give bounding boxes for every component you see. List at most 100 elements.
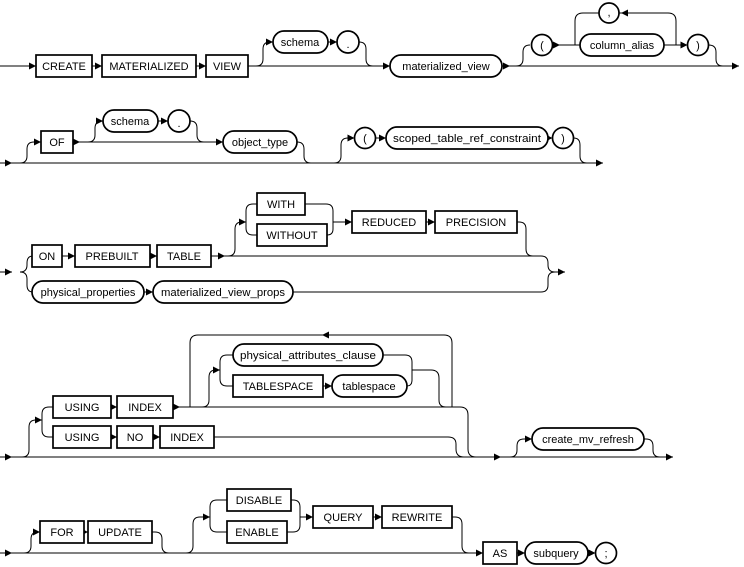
wire — [227, 218, 246, 257]
wire — [383, 354, 413, 370]
box — [159, 425, 215, 449]
oval — [331, 374, 408, 398]
row4-connectors — [0, 331, 673, 461]
param-scoped-table-ref-constraint: scoped_table_ref_constraint — [385, 126, 549, 150]
keyword-view-label: VIEW — [213, 61, 242, 73]
param-create-mv-refresh: create_mv_refresh — [531, 427, 645, 451]
keyword-table: TABLE — [156, 244, 212, 268]
box — [256, 192, 306, 216]
wire — [41, 406, 53, 420]
punct-right-paren-2: ) — [551, 126, 575, 150]
circle — [336, 30, 360, 54]
punct-left-paren-1-label: ( — [540, 40, 544, 52]
keyword-without: WITHOUT — [256, 223, 328, 247]
box — [74, 244, 151, 268]
keyword-create-label: CREATE — [42, 61, 86, 73]
punct-left-paren-1: ( — [530, 33, 554, 57]
circle — [551, 126, 575, 150]
wire — [515, 44, 531, 67]
box — [35, 54, 93, 78]
wire — [201, 366, 220, 408]
oval — [531, 427, 645, 451]
box — [87, 520, 153, 544]
keyword-enable: ENABLE — [226, 520, 288, 544]
box — [232, 374, 324, 398]
wire — [287, 517, 301, 533]
keyword-with: WITH — [256, 192, 306, 216]
circle — [167, 109, 191, 133]
param-materialized-view-label: materialized_view — [402, 61, 489, 73]
wire — [185, 513, 210, 554]
punct-right-paren-1: ) — [686, 33, 710, 57]
punct-dot-2: . — [167, 109, 191, 133]
keyword-prebuilt: PREBUILT — [74, 244, 151, 268]
row2-connectors — [0, 117, 603, 167]
oval — [579, 33, 665, 57]
row-of-object-type: OF schema . object_type ( scoped_table_r… — [0, 109, 603, 167]
wire — [296, 141, 312, 164]
punct-semicolon: ; — [594, 541, 618, 565]
param-object-type: object_type — [222, 130, 298, 154]
keyword-materialized: MATERIALIZED — [101, 54, 197, 78]
keyword-reduced-label: REDUCED — [362, 217, 416, 229]
box — [434, 210, 518, 234]
row-create-materialized-view: CREATE MATERIALIZED VIEW schema . materi… — [0, 2, 739, 78]
punct-left-paren-2: ( — [353, 126, 377, 150]
param-subquery: subquery — [524, 541, 589, 565]
wire — [245, 222, 257, 236]
oval — [222, 130, 298, 154]
box — [482, 541, 518, 565]
punct-comma-label: , — [607, 7, 610, 19]
wire — [406, 370, 413, 387]
row-on-prebuilt-table: ON PREBUILT TABLE WITH WITHOUT REDUCED P… — [0, 192, 565, 304]
param-object-type-label: object_type — [232, 137, 288, 149]
circle — [594, 541, 618, 565]
box — [116, 395, 174, 419]
box — [31, 244, 63, 268]
param-materialized-view-props: materialized_view_props — [152, 280, 294, 304]
oval — [524, 541, 589, 565]
box — [52, 395, 112, 419]
box — [52, 425, 112, 449]
keyword-disable: DISABLE — [226, 488, 292, 512]
wire — [225, 255, 556, 273]
param-tablespace-label: tablespace — [342, 381, 395, 393]
wire — [326, 222, 334, 236]
param-schema-1-label: schema — [281, 37, 320, 49]
oval — [272, 30, 329, 54]
box — [205, 54, 249, 78]
param-physical-attributes-clause: physical_attributes_clause — [232, 343, 384, 367]
keyword-prebuilt-label: PREBUILT — [86, 251, 139, 263]
wire — [412, 369, 447, 408]
row5-connectors — [0, 499, 596, 557]
wire — [19, 255, 34, 273]
param-create-mv-refresh-label: create_mv_refresh — [542, 434, 634, 446]
wire — [19, 271, 34, 293]
wire — [358, 41, 374, 67]
keyword-create: CREATE — [35, 54, 93, 78]
punct-dot-1-label: . — [346, 39, 349, 51]
keyword-as-label: AS — [493, 548, 508, 560]
wire — [21, 416, 42, 458]
oval — [232, 343, 384, 367]
keyword-table-label: TABLE — [167, 251, 201, 263]
wire — [333, 134, 355, 164]
wire — [452, 516, 470, 554]
keyword-for: FOR — [39, 520, 85, 544]
keyword-tablespace: TABLESPACE — [232, 374, 324, 398]
box — [226, 488, 292, 512]
keyword-materialized-label: MATERIALIZED — [109, 61, 188, 73]
wire — [509, 435, 532, 458]
keyword-enable-label: ENABLE — [235, 527, 278, 539]
wire — [214, 436, 465, 458]
box — [40, 130, 74, 154]
param-schema-2: schema — [102, 109, 159, 133]
box — [381, 505, 453, 529]
keyword-using-2-label: USING — [65, 432, 100, 444]
box — [351, 210, 427, 234]
wire — [708, 44, 724, 67]
wire — [209, 499, 227, 517]
wire — [305, 203, 334, 222]
